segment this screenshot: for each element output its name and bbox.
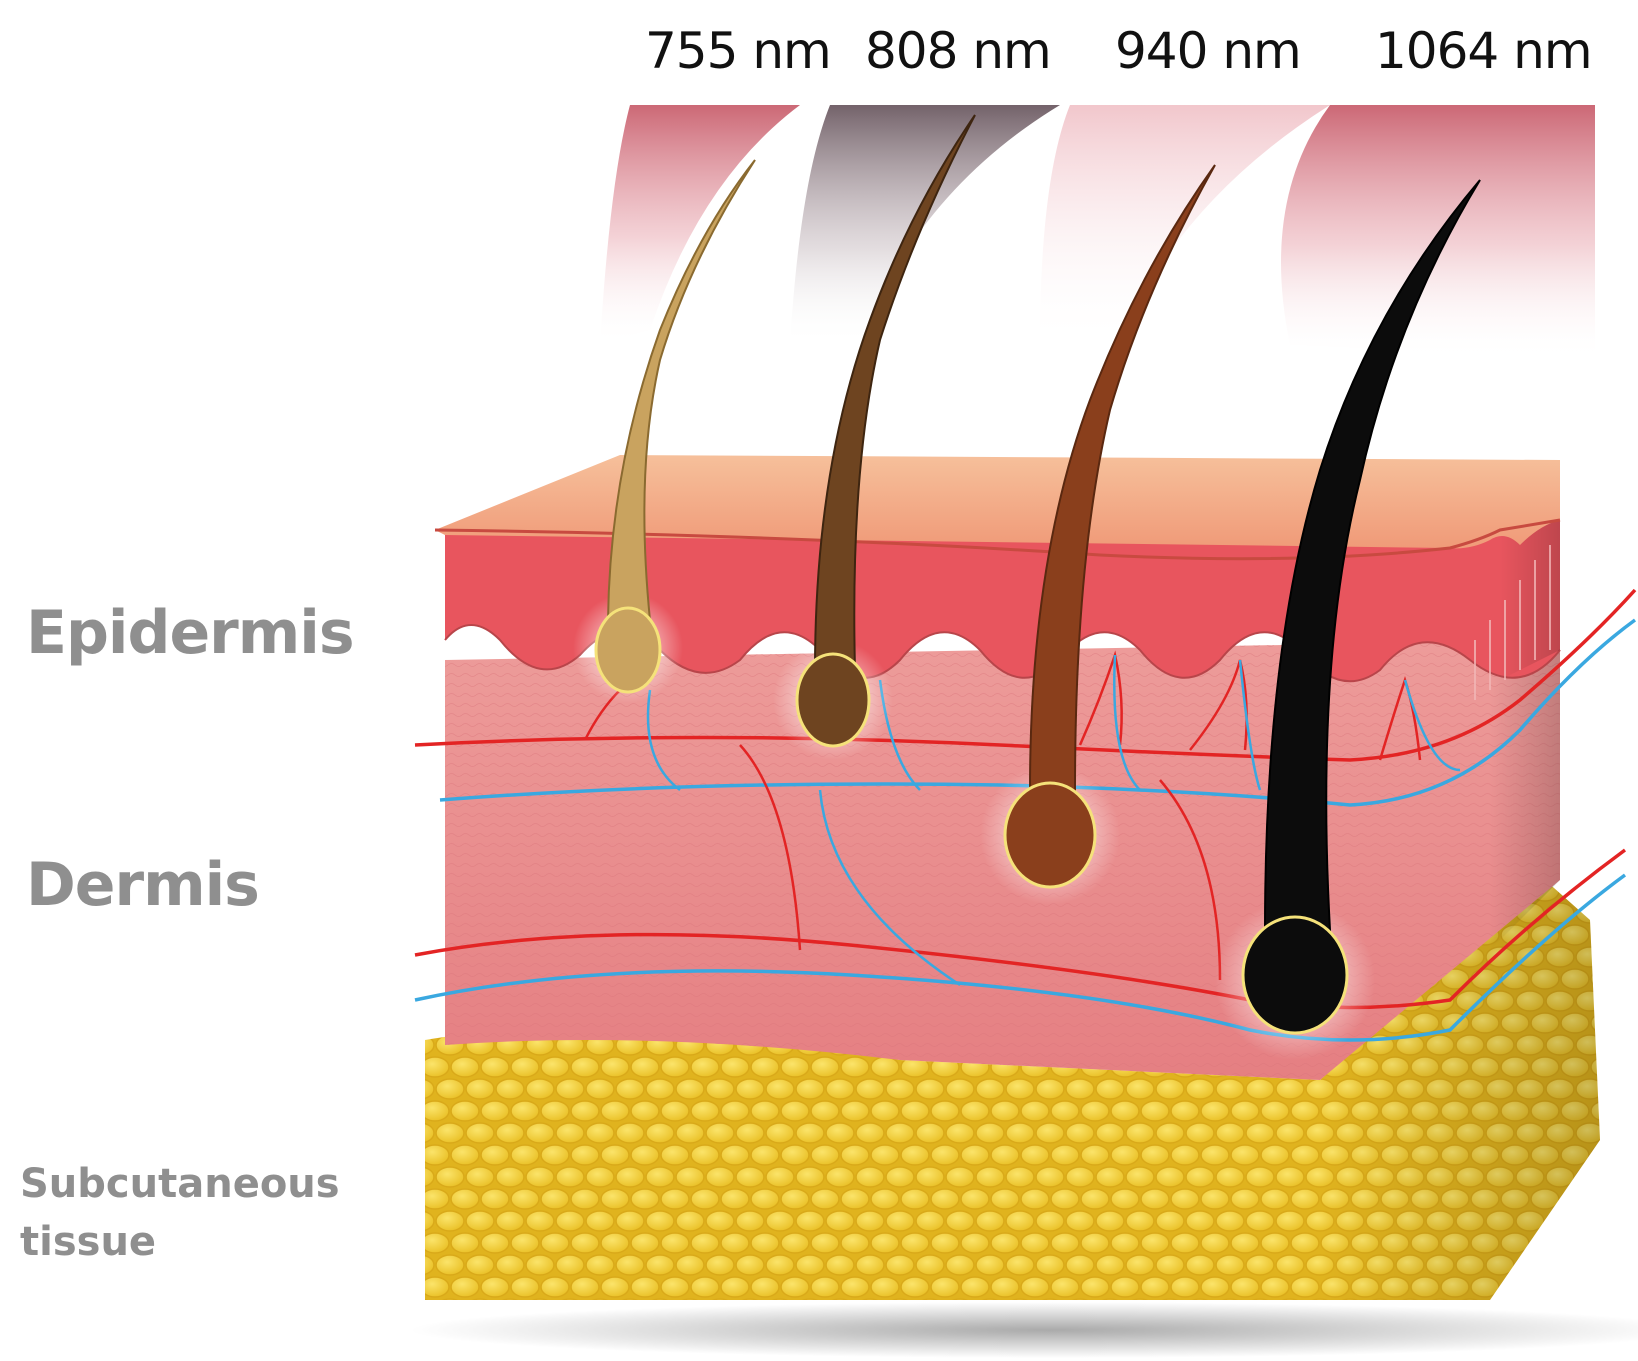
wavelength-label-940: 940 nm [1115, 22, 1301, 80]
wavelength-label-1064: 1064 nm [1375, 22, 1592, 80]
wavelength-label-755: 755 nm [645, 22, 831, 80]
beam-755nm [600, 105, 800, 345]
subcutaneous-label-line2: tissue [20, 1213, 156, 1271]
subcutaneous-label-line1: Subcutaneous [20, 1155, 340, 1213]
epidermis-label: Epidermis [26, 598, 354, 668]
beam-808nm [790, 105, 1060, 345]
wavelength-label-808: 808 nm [865, 22, 1051, 80]
block-shadow [410, 1302, 1638, 1358]
dermis-label: Dermis [26, 850, 259, 920]
